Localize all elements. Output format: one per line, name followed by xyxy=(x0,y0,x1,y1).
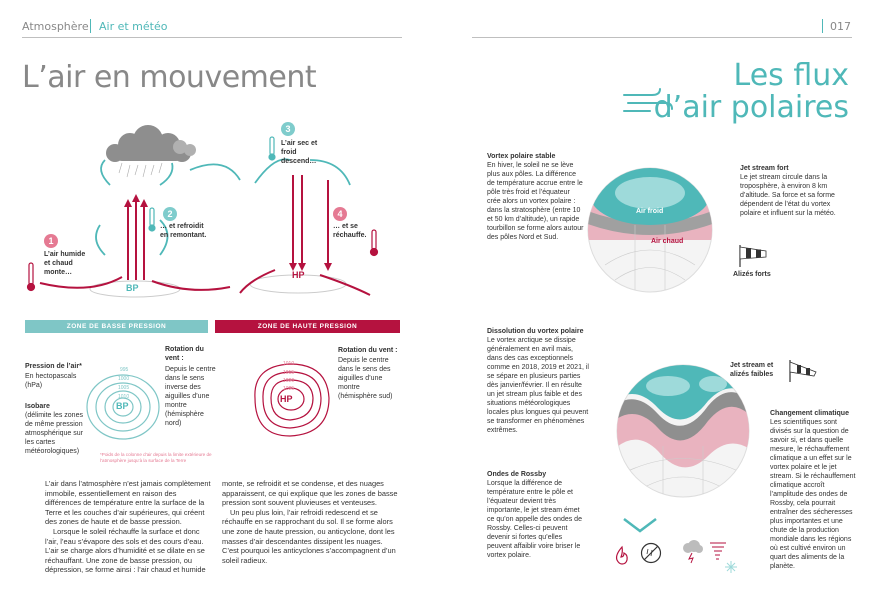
globe-stable-vortex xyxy=(587,167,713,293)
dissolution-text: Le vortex arctique se dissipe généraleme… xyxy=(487,337,589,434)
dissolution-title: Dissolution du vortex polaire xyxy=(487,328,584,335)
high-isobar-label: 1025 xyxy=(283,386,295,392)
cloud-icon xyxy=(106,125,191,162)
high-isobar-center: HP xyxy=(280,394,293,404)
rotation-low-text: Depuis le centre dans le sens inverse de… xyxy=(165,366,216,427)
page-title-right: Les flux d’air polaires xyxy=(654,60,849,124)
low-pressure-band: ZONE DE BASSE PRESSION xyxy=(25,320,208,333)
header-rule-left xyxy=(22,37,402,38)
air-circulation-diagram xyxy=(26,125,379,298)
rotation-low-title: Rotation du vent : xyxy=(165,346,204,362)
low-pressure-isobars xyxy=(86,374,160,440)
circulation-arrows xyxy=(95,158,351,256)
page-title-left: L’air en mouvement xyxy=(22,60,317,95)
body-column-1: L’air dans l’atmosphère n’est jamais com… xyxy=(45,479,213,575)
air-froid-label: Air froid xyxy=(636,208,664,215)
low-isobar-label: 1005 xyxy=(118,385,130,391)
rising-arrow-heads xyxy=(124,194,148,207)
tornado-icon xyxy=(710,542,726,560)
snow-icon xyxy=(725,561,737,573)
step-1-label: L’air humide et chaud monte… xyxy=(44,251,86,276)
jet-weak-label: Jet stream et alizés faibles xyxy=(730,362,774,378)
descending-air-arrows xyxy=(239,175,371,296)
paragraph: Lorsque le soleil réchauffe la surface e… xyxy=(45,526,206,575)
vortex-stable-text: En hiver, le soleil ne se lève plus aux … xyxy=(487,162,584,241)
rising-air-arrows xyxy=(39,200,231,291)
cloud-small-icon xyxy=(173,140,196,156)
title-line-2: d’air polaires xyxy=(653,90,849,125)
page-number-divider xyxy=(822,19,823,33)
step-1-badge: 1 xyxy=(44,234,58,248)
pressure-label: Pression de l’air* xyxy=(25,363,82,370)
step-2-badge: 2 xyxy=(163,207,177,221)
storm-icon xyxy=(683,540,703,564)
step-4-label: … et se réchauffe. xyxy=(333,223,367,239)
page-number: 017 xyxy=(830,20,851,33)
paragraph: Un peu plus loin, l’air refroidi redesce… xyxy=(222,507,396,565)
header-divider xyxy=(90,19,91,33)
air-chaud-label: Air chaud xyxy=(651,238,684,245)
rotation-high-text: Depuis le centre dans le sens des aiguil… xyxy=(338,357,393,400)
high-isobar-label: 1010 xyxy=(283,361,295,367)
windsock-icon xyxy=(789,360,817,382)
rotation-high-title: Rotation du vent : xyxy=(338,347,398,354)
fire-icon xyxy=(615,545,628,565)
subsection-label: Air et météo xyxy=(99,20,168,33)
rossby-text: Lorsque la différence de température ent… xyxy=(487,480,582,559)
step-3-label: L’air sec et froid descend… xyxy=(281,140,318,165)
pressure-unit: En hectopascals (hPa) xyxy=(25,373,77,389)
thermometer-icon xyxy=(268,136,276,161)
rossby-title: Ondes de Rossby xyxy=(487,471,547,478)
jet-strong-title: Jet stream fort xyxy=(740,165,789,172)
low-isobar-center: BP xyxy=(116,401,129,411)
thermometer-icon xyxy=(369,229,379,257)
low-isobar-label: 995 xyxy=(120,367,129,373)
globe-weak-vortex xyxy=(616,364,750,498)
thermometer-icon xyxy=(148,207,156,232)
high-isobar-label: 1015 xyxy=(283,370,295,376)
jet-strong-text: Le jet stream circule dans la troposphèr… xyxy=(740,174,836,217)
isobar-title: Isobare xyxy=(25,403,50,410)
low-isobar-label: 1010 xyxy=(118,394,130,400)
section-label: Atmosphère xyxy=(22,20,89,33)
alizes-forts-label: Alizés forts xyxy=(733,271,771,278)
header-rule-right xyxy=(472,37,852,38)
paragraph: monte, se refroidit et se condense, et d… xyxy=(222,479,398,508)
bp-label: BP xyxy=(126,283,139,293)
vortex-stable-title: Vortex polaire stable xyxy=(487,153,556,160)
title-line-1: Les flux xyxy=(733,58,849,93)
isobar-text: (délimite les zones de même pression atm… xyxy=(25,412,83,455)
chevron-down-icon xyxy=(623,518,657,533)
body-column-2: monte, se refroidit et se condense, et d… xyxy=(222,479,398,565)
step-4-badge: 4 xyxy=(333,207,347,221)
wind-icon xyxy=(623,88,673,112)
no-rain-icon xyxy=(640,542,662,564)
high-pressure-band: ZONE DE HAUTE PRESSION xyxy=(215,320,400,333)
high-pressure-isobars xyxy=(254,363,330,437)
climate-title: Changement climatique xyxy=(770,410,849,417)
rain-lines xyxy=(118,162,163,178)
paragraph: L’air dans l’atmosphère n’est jamais com… xyxy=(45,479,211,527)
thermometer-icon xyxy=(26,262,36,292)
pressure-footnote: *Poids de la colonne d’air depuis la lim… xyxy=(100,452,212,463)
step-2-label: … et refroidit en remontant. xyxy=(160,223,207,239)
hp-label: HP xyxy=(292,270,305,280)
high-isobar-label: 1020 xyxy=(283,378,295,384)
step-3-badge: 3 xyxy=(281,122,295,136)
climate-text: Les scientifiques sont divisés sur la qu… xyxy=(770,419,856,570)
descending-arrow-heads xyxy=(289,263,332,271)
windsock-icon xyxy=(739,245,767,267)
low-isobar-label: 1000 xyxy=(118,376,130,382)
